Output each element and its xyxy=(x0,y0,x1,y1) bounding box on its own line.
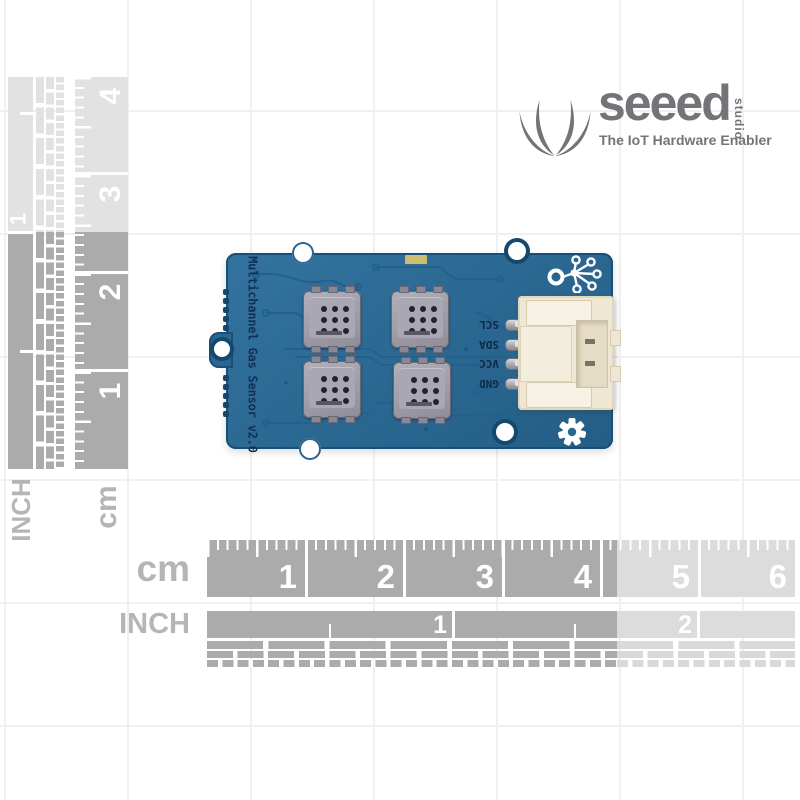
pin-label-gnd: GND xyxy=(479,376,499,390)
gas-sensor-chip-3 xyxy=(303,356,361,423)
connector-tab xyxy=(610,330,621,346)
quarter-inch-row xyxy=(207,641,795,649)
vertical-cm-label: cm xyxy=(90,485,123,529)
row-light xyxy=(617,651,795,658)
inch-number: 1 xyxy=(433,611,447,639)
cm-divider xyxy=(75,369,128,372)
connector-socket-cavity xyxy=(576,320,608,388)
vertical-cm-number: 1 xyxy=(94,382,127,400)
castellation xyxy=(223,325,229,331)
vertical-inch-number: 1 xyxy=(5,212,31,226)
gear-icon xyxy=(558,418,587,446)
column-light xyxy=(46,77,54,232)
vertical-inch-label: INCH xyxy=(6,478,36,542)
castellation xyxy=(223,298,229,304)
vertical-cm-number: 2 xyxy=(94,283,127,301)
mounting-hole-top xyxy=(504,238,530,264)
gas-sensor-chip-4 xyxy=(393,357,451,424)
top-edge-notch xyxy=(292,242,314,264)
column-dark xyxy=(56,232,64,469)
row-light xyxy=(617,660,795,667)
column-dark xyxy=(36,232,44,469)
cm-number: 1 xyxy=(278,558,297,595)
cm-number: 3 xyxy=(475,558,494,595)
castellation xyxy=(223,316,229,322)
chip-marking xyxy=(406,402,432,406)
chip-marking xyxy=(404,331,430,335)
castellation xyxy=(223,307,229,313)
castellation xyxy=(223,411,229,417)
inch-sixteenths-column xyxy=(46,77,54,469)
bottom-edge-notch xyxy=(299,438,321,460)
vertical-cm-number: 3 xyxy=(94,185,127,203)
inch-tick xyxy=(8,231,35,234)
brand-tagline: The IoT Hardware Enabler xyxy=(599,132,772,148)
castellation xyxy=(223,289,229,295)
gas-sensor-chip-1 xyxy=(303,286,361,353)
half-inch-tick xyxy=(574,624,576,638)
mounting-hole-bottom xyxy=(492,419,518,445)
vertical-cm-number: 4 xyxy=(94,87,127,105)
cm-divider xyxy=(403,540,406,597)
brand-wordmark: seeed xyxy=(598,75,732,131)
inch-divider xyxy=(452,611,455,638)
row-dark xyxy=(207,641,617,649)
cm-divider xyxy=(305,540,308,597)
row-dark xyxy=(207,660,617,667)
castellation xyxy=(223,375,229,381)
socket-pin-slot xyxy=(585,339,595,344)
cm-divider xyxy=(600,540,603,597)
column-light xyxy=(36,77,44,232)
horizontal-inch-label: INCH xyxy=(119,608,190,640)
chip-marking xyxy=(316,401,342,405)
smd-component xyxy=(405,255,427,264)
castellation xyxy=(223,402,229,408)
cm-5mm-ticks xyxy=(207,540,795,557)
grove-gas-sensor-board: Multichannel Gas Sensor v2.0 SCL xyxy=(209,238,621,460)
cm-divider xyxy=(75,172,128,175)
mounting-hole-left xyxy=(210,337,234,361)
cm-divider xyxy=(502,540,505,597)
pin-label-scl: SCL xyxy=(479,318,499,331)
cm-number: 5 xyxy=(671,558,690,595)
column-dark xyxy=(46,232,54,469)
inch-tick xyxy=(20,350,35,353)
column-light xyxy=(56,77,64,232)
molecule-icon xyxy=(547,255,602,293)
castellation xyxy=(223,384,229,390)
inch-divider xyxy=(697,611,700,638)
half-inch-tick xyxy=(329,624,331,638)
connector-housing xyxy=(520,326,572,382)
grove-connector xyxy=(518,296,621,410)
inch-eighths-column xyxy=(36,77,44,469)
row-light xyxy=(617,641,795,649)
castellation xyxy=(223,393,229,399)
board-silkscreen-title: Multichannel Gas Sensor v2.0 xyxy=(245,256,260,453)
eighth-inch-row xyxy=(207,651,795,658)
horizontal-cm-bar: 1 2 3 4 5 6 xyxy=(207,540,795,597)
inch-thirtyseconds-column xyxy=(56,77,64,469)
horizontal-inch-bar: 1 2 xyxy=(207,611,795,639)
cm-divider xyxy=(75,271,128,274)
cm-divider xyxy=(698,540,701,597)
socket-pin-slot xyxy=(585,361,595,366)
gas-sensor-chip-2 xyxy=(391,286,449,353)
cm-number: 4 xyxy=(573,558,592,595)
inch-number: 2 xyxy=(678,611,692,639)
inch-tick xyxy=(20,112,35,115)
connector-tab xyxy=(610,366,621,382)
pin-label-sda: SDA xyxy=(479,337,499,351)
cm-number: 2 xyxy=(376,558,395,595)
seeed-wreath-icon xyxy=(519,99,591,157)
sixteenth-inch-row xyxy=(207,660,795,667)
chip-marking xyxy=(316,331,342,335)
pin-label-vcc: VCC xyxy=(479,357,499,370)
seeed-logo: seeed studio The IoT Hardware Enabler xyxy=(512,75,782,168)
cm-number: 6 xyxy=(768,558,787,595)
row-dark xyxy=(207,651,617,658)
horizontal-cm-label: cm xyxy=(136,548,190,589)
inch-bar-dark-span xyxy=(207,611,617,638)
